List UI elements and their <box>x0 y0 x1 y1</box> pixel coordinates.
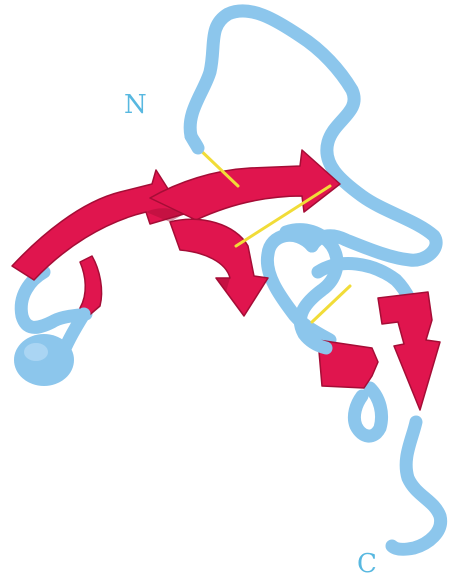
n-terminus-stub <box>191 136 198 148</box>
lower-hook-coil <box>354 388 381 436</box>
c-terminus-label: C <box>357 551 377 577</box>
beta-strand-1 <box>12 170 184 280</box>
beta-strand-2 <box>150 150 340 220</box>
n-terminal-loop <box>190 11 436 260</box>
n-terminus-label: N <box>124 92 147 118</box>
beta-strand-5 <box>378 292 440 410</box>
coil-knot-highlight <box>24 343 48 361</box>
c-terminal-tail <box>392 422 441 549</box>
